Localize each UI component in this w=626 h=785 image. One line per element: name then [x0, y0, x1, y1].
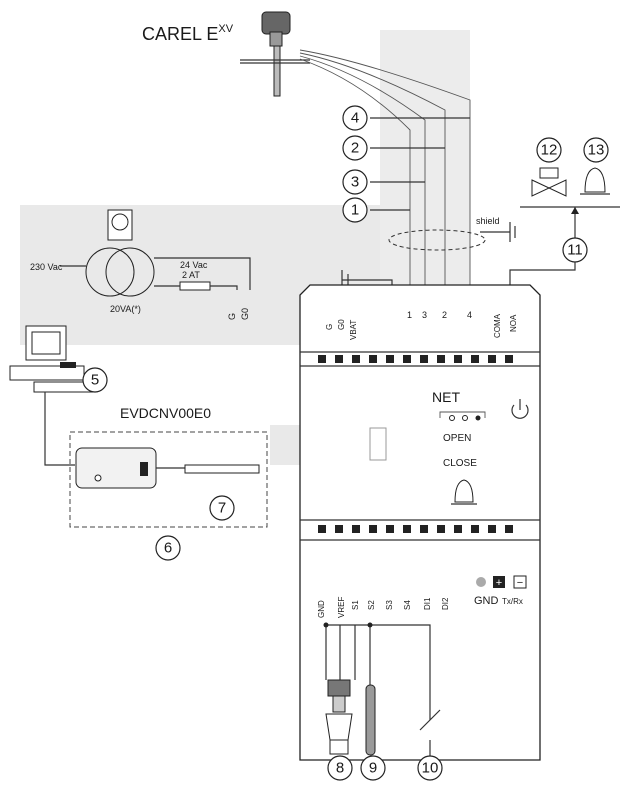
terminal-s2: S2: [367, 600, 376, 610]
terminal-coma: COMA: [493, 313, 502, 338]
callout-8: 8: [327, 755, 353, 781]
terminal-teeth-bottom: [318, 525, 513, 533]
secondary-voltage: 24 Vac: [180, 260, 208, 270]
terminal-2: 2: [442, 310, 447, 320]
svg-text:9: 9: [369, 760, 377, 777]
callout-4: 4: [342, 105, 368, 131]
terminal-s3: S3: [385, 600, 394, 610]
output-g0: G0: [240, 308, 250, 320]
terminal-noa: NOA: [509, 314, 518, 332]
callout-5: 5: [82, 367, 108, 393]
svg-text:6: 6: [164, 540, 172, 557]
terminal-g: G: [325, 324, 334, 330]
callout-2: 2: [342, 135, 368, 161]
callout-1: 1: [342, 197, 368, 223]
service-port: [369, 427, 387, 461]
terminal-di1: DI1: [423, 597, 432, 610]
output-g: G: [227, 313, 237, 320]
converter-label: EVDCNV00E0: [120, 405, 211, 421]
transformer-rating: 20VA(*): [110, 304, 141, 314]
converter-cable: [184, 464, 260, 474]
callout-13: 13: [583, 137, 609, 163]
callout-10: 10: [417, 755, 443, 781]
primary-voltage: 230 Vac: [30, 262, 63, 272]
terminal-gnd: GND: [317, 600, 326, 618]
shield-ellipse: [388, 229, 486, 251]
svg-text:12: 12: [541, 142, 558, 159]
svg-text:8: 8: [336, 760, 344, 777]
power-icon: [511, 399, 529, 419]
terminal-s1: S1: [351, 600, 360, 610]
bus-plus: +: [496, 577, 502, 589]
converter-device-icon: [75, 447, 157, 489]
callout-6: 6: [155, 535, 181, 561]
bus-gnd: GND: [474, 595, 499, 607]
terminal-s4: S4: [403, 600, 412, 610]
shield-label: shield: [476, 216, 500, 226]
bus-tlan: Tx/Rx: [502, 597, 523, 606]
wire-2: [299, 52, 446, 305]
valve-label: CAREL EXV: [142, 23, 234, 44]
terminal-4: 4: [467, 310, 472, 320]
callout-11: 11: [562, 237, 588, 263]
fuse-label: 2 AT: [182, 270, 200, 280]
converter-dashed-box: [69, 431, 268, 528]
bus-terminals: + − GND Tx/Rx: [474, 575, 527, 607]
svg-text:5: 5: [91, 372, 99, 389]
callout-12: 12: [536, 137, 562, 163]
wire-3: [299, 55, 426, 305]
callout-7: 7: [209, 495, 235, 521]
terminal-di2: DI2: [441, 597, 450, 610]
callout-9: 9: [360, 755, 386, 781]
wire-1: [299, 58, 411, 305]
alarm-bell-icon: [580, 167, 610, 195]
terminal-vref: VREF: [337, 597, 346, 618]
pressure-transducer-icon: [325, 679, 353, 755]
wire-4: [299, 49, 471, 305]
terminal-3: 3: [422, 310, 427, 320]
bus-minus: −: [517, 577, 523, 589]
solenoid-valve-icon: [531, 167, 567, 197]
terminal-1: 1: [407, 310, 412, 320]
svg-text:3: 3: [351, 174, 359, 191]
computer-icon: [9, 325, 97, 393]
svg-text:10: 10: [422, 760, 439, 777]
callout-3: 3: [342, 169, 368, 195]
valve-icon: [240, 11, 310, 97]
alarm-indicator-icon: [451, 479, 477, 505]
net-label: NET: [432, 389, 460, 405]
terminal-g0: G0: [337, 319, 346, 330]
svg-text:1: 1: [351, 202, 359, 219]
svg-text:11: 11: [567, 242, 583, 259]
terminal-teeth-top: [318, 355, 513, 363]
network-leds-icon: [439, 411, 486, 421]
open-label: OPEN: [443, 433, 471, 444]
svg-text:7: 7: [218, 500, 226, 517]
temperature-probe-icon: [365, 684, 376, 756]
fuse: [179, 281, 211, 291]
terminal-vbat: VBAT: [349, 320, 358, 340]
transformer-icon: [85, 209, 155, 297]
svg-text:4: 4: [351, 110, 359, 127]
svg-text:2: 2: [351, 140, 359, 157]
svg-text:13: 13: [588, 142, 605, 159]
close-label: CLOSE: [443, 458, 477, 469]
